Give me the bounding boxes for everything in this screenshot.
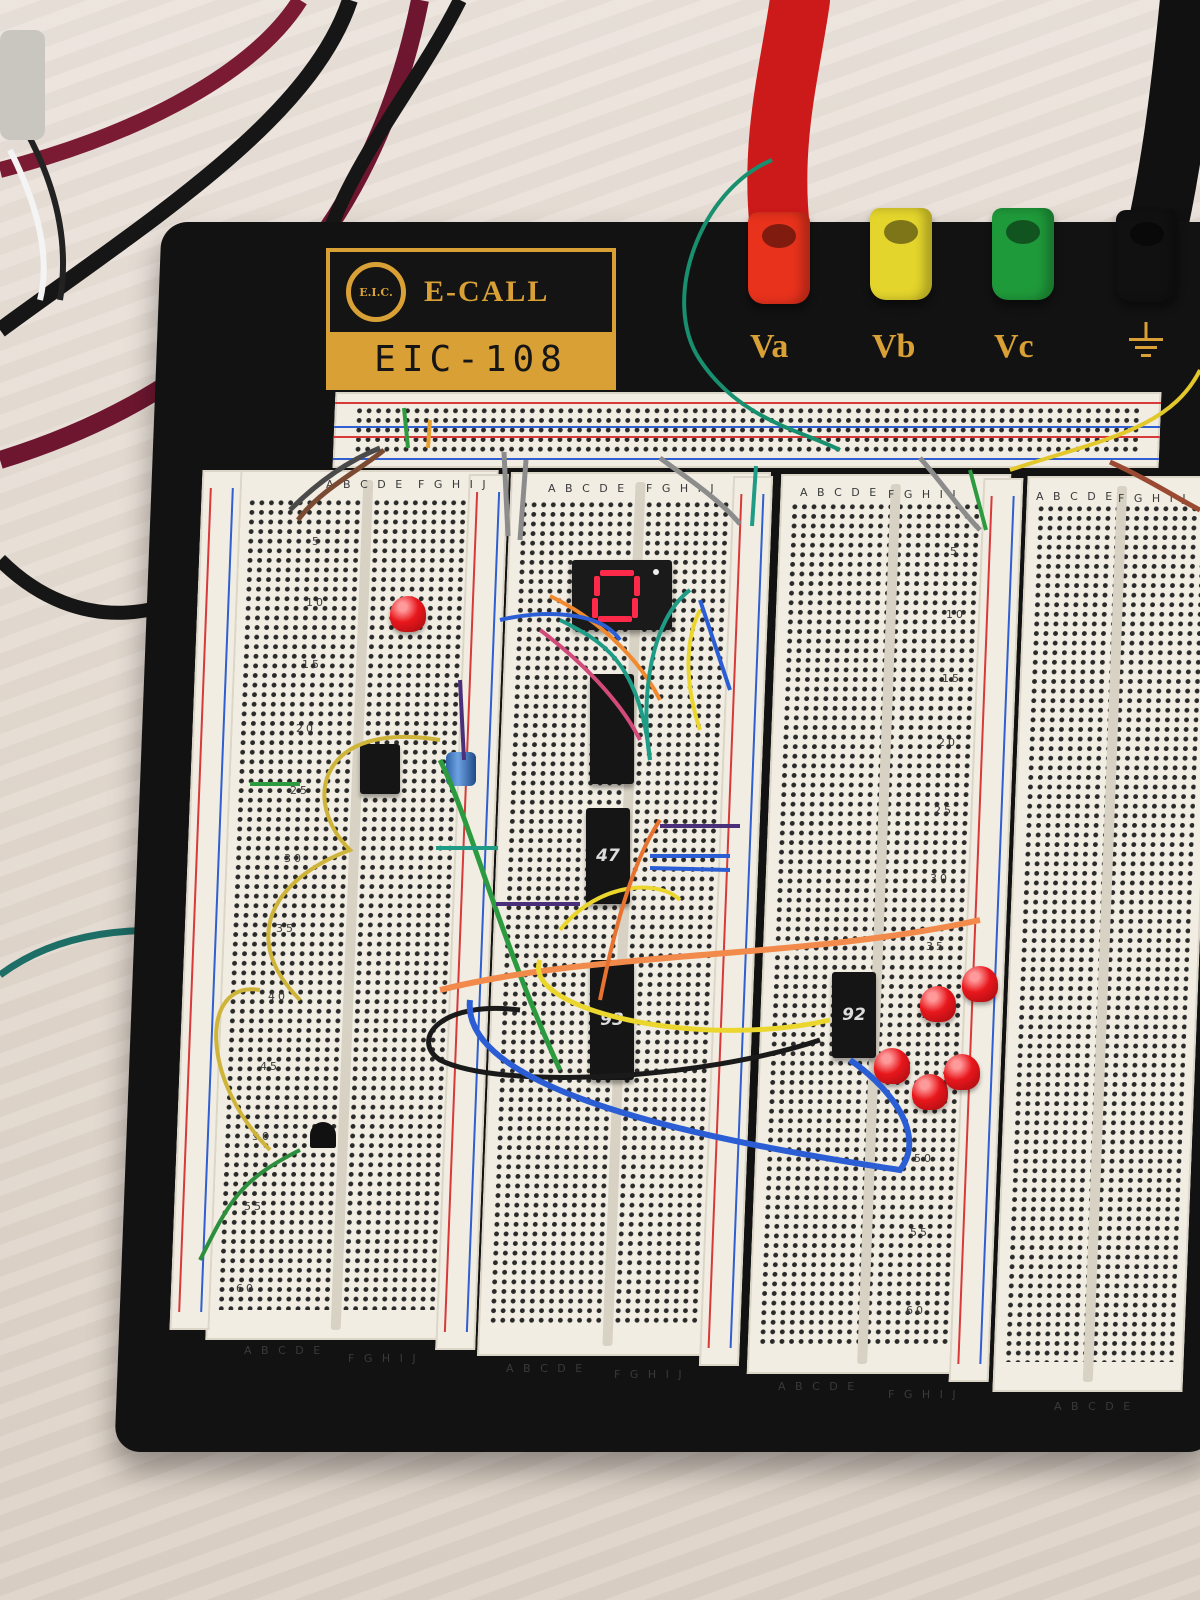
wire-green-top xyxy=(402,407,410,449)
post-label-vb: Vb xyxy=(872,328,916,365)
row-letters-top-1: A B C D E xyxy=(326,478,406,491)
brand-logo: E.I.C. E-CALL EIC-108 xyxy=(326,248,616,390)
binding-post-vc[interactable] xyxy=(992,208,1054,300)
post-label-vc: Vc xyxy=(994,328,1034,365)
row-letters-top-3: A B C D E xyxy=(548,482,628,495)
black-cable-b xyxy=(323,0,467,233)
row-number: 30 xyxy=(284,852,304,865)
logo-ring-mark: E.I.C. xyxy=(346,262,406,322)
row-number: 55 xyxy=(910,1226,930,1239)
row-letters-top-2: F G H I J xyxy=(418,478,489,491)
seven-segment-digit-icon xyxy=(592,569,659,622)
row-number: 35 xyxy=(926,940,946,953)
row-letters-bottom-4: F G H I J xyxy=(614,1368,685,1381)
row-number: 5 xyxy=(312,535,322,548)
white-lead xyxy=(7,148,47,301)
wire-grey-rail xyxy=(918,456,982,532)
wire-purple-c xyxy=(458,679,466,761)
model-number: EIC-108 xyxy=(330,332,612,386)
row-letters-bottom-2: F G H I J xyxy=(348,1352,419,1365)
wire-blue-chip xyxy=(649,854,731,872)
wire-yellow-loop xyxy=(266,734,441,1002)
row-number: 60 xyxy=(906,1304,926,1317)
wire-brown-right xyxy=(1108,459,1200,513)
red-led-array-5 xyxy=(944,1054,980,1090)
wire-yellow-chip xyxy=(558,885,682,932)
wire-brown-top xyxy=(295,448,386,522)
row-number: 10 xyxy=(306,596,326,609)
binding-post-vb[interactable] xyxy=(870,208,932,300)
brand-name: E-CALL xyxy=(424,275,550,308)
wire-green-long xyxy=(437,758,563,1072)
ground-symbol-icon xyxy=(1126,322,1166,362)
row-number: 40 xyxy=(268,990,288,1003)
binding-post-va[interactable] xyxy=(748,212,810,304)
row-number: 15 xyxy=(302,658,322,671)
row-number: 55 xyxy=(244,1200,264,1213)
red-clip-body xyxy=(747,0,830,260)
wire-black-loop xyxy=(426,1006,821,1080)
row-number: 10 xyxy=(946,608,966,621)
ic-chip-555 xyxy=(360,744,400,794)
wire-blue-long xyxy=(466,999,913,1174)
wire-grey-rail-c xyxy=(501,451,529,541)
red-led-array-2 xyxy=(962,966,998,1002)
wire-blue-right xyxy=(698,599,732,691)
red-led-array-1 xyxy=(920,986,956,1022)
row-number: 30 xyxy=(930,872,950,885)
wire-grey-top xyxy=(288,445,381,512)
binding-post-ground[interactable] xyxy=(1116,210,1178,302)
red-led-top xyxy=(390,596,426,632)
row-number: 50 xyxy=(914,1152,934,1165)
row-number: 35 xyxy=(276,922,296,935)
transistor xyxy=(310,1122,336,1148)
row-letters-bottom-3: A B C D E xyxy=(506,1362,586,1375)
wire-yellow-low xyxy=(214,987,272,1152)
wire-pink-display xyxy=(538,628,642,741)
wire-teal-rail xyxy=(750,465,758,527)
wire-orange-display xyxy=(549,594,662,701)
wire-green-low xyxy=(198,1148,301,1261)
row-letters-bottom-5: A B C D E xyxy=(778,1380,858,1393)
wire-teal-right xyxy=(644,588,692,761)
wire-yellow-ground xyxy=(1009,369,1200,472)
red-led-array-4 xyxy=(912,1074,948,1110)
wire-yellow-right xyxy=(686,609,702,731)
row-number: 15 xyxy=(942,672,962,685)
row-letters-bottom-6: F G H I J xyxy=(888,1388,959,1401)
seven-segment-display xyxy=(572,560,672,630)
row-letters-top-7: A B C D E xyxy=(1036,490,1116,503)
post-label-va: Va xyxy=(750,328,789,365)
wire-green-rail xyxy=(968,469,988,531)
wire-orange-long xyxy=(439,917,981,993)
wire-yellow-mid xyxy=(536,959,831,1033)
ic-chip-92: 92 xyxy=(832,972,876,1058)
row-letters-top-5: A B C D E xyxy=(800,486,880,499)
wire-orange-chip xyxy=(598,818,662,1001)
row-number: 60 xyxy=(236,1282,256,1295)
wire-blue-display xyxy=(499,612,622,642)
motor-body xyxy=(0,30,45,140)
row-letters-bottom-7: A B C D E xyxy=(1054,1400,1134,1413)
wire-teal-va xyxy=(682,158,841,452)
maroon-cable-a xyxy=(0,0,307,178)
black-lead xyxy=(17,118,67,301)
wire-grey-rail-b xyxy=(658,455,742,526)
ic-chip-decoder xyxy=(590,674,634,784)
row-number: 20 xyxy=(296,722,316,735)
row-number: 45 xyxy=(260,1060,280,1073)
row-letters-top-6: F G H I J xyxy=(888,488,959,501)
row-letters-bottom-1: A B C D E xyxy=(244,1344,324,1357)
red-led-array-3 xyxy=(874,1048,910,1084)
row-number: 25 xyxy=(290,784,310,797)
wire-orange-top xyxy=(426,419,432,449)
row-number: 25 xyxy=(934,804,954,817)
row-number: 20 xyxy=(938,736,958,749)
row-number: 5 xyxy=(950,545,960,558)
